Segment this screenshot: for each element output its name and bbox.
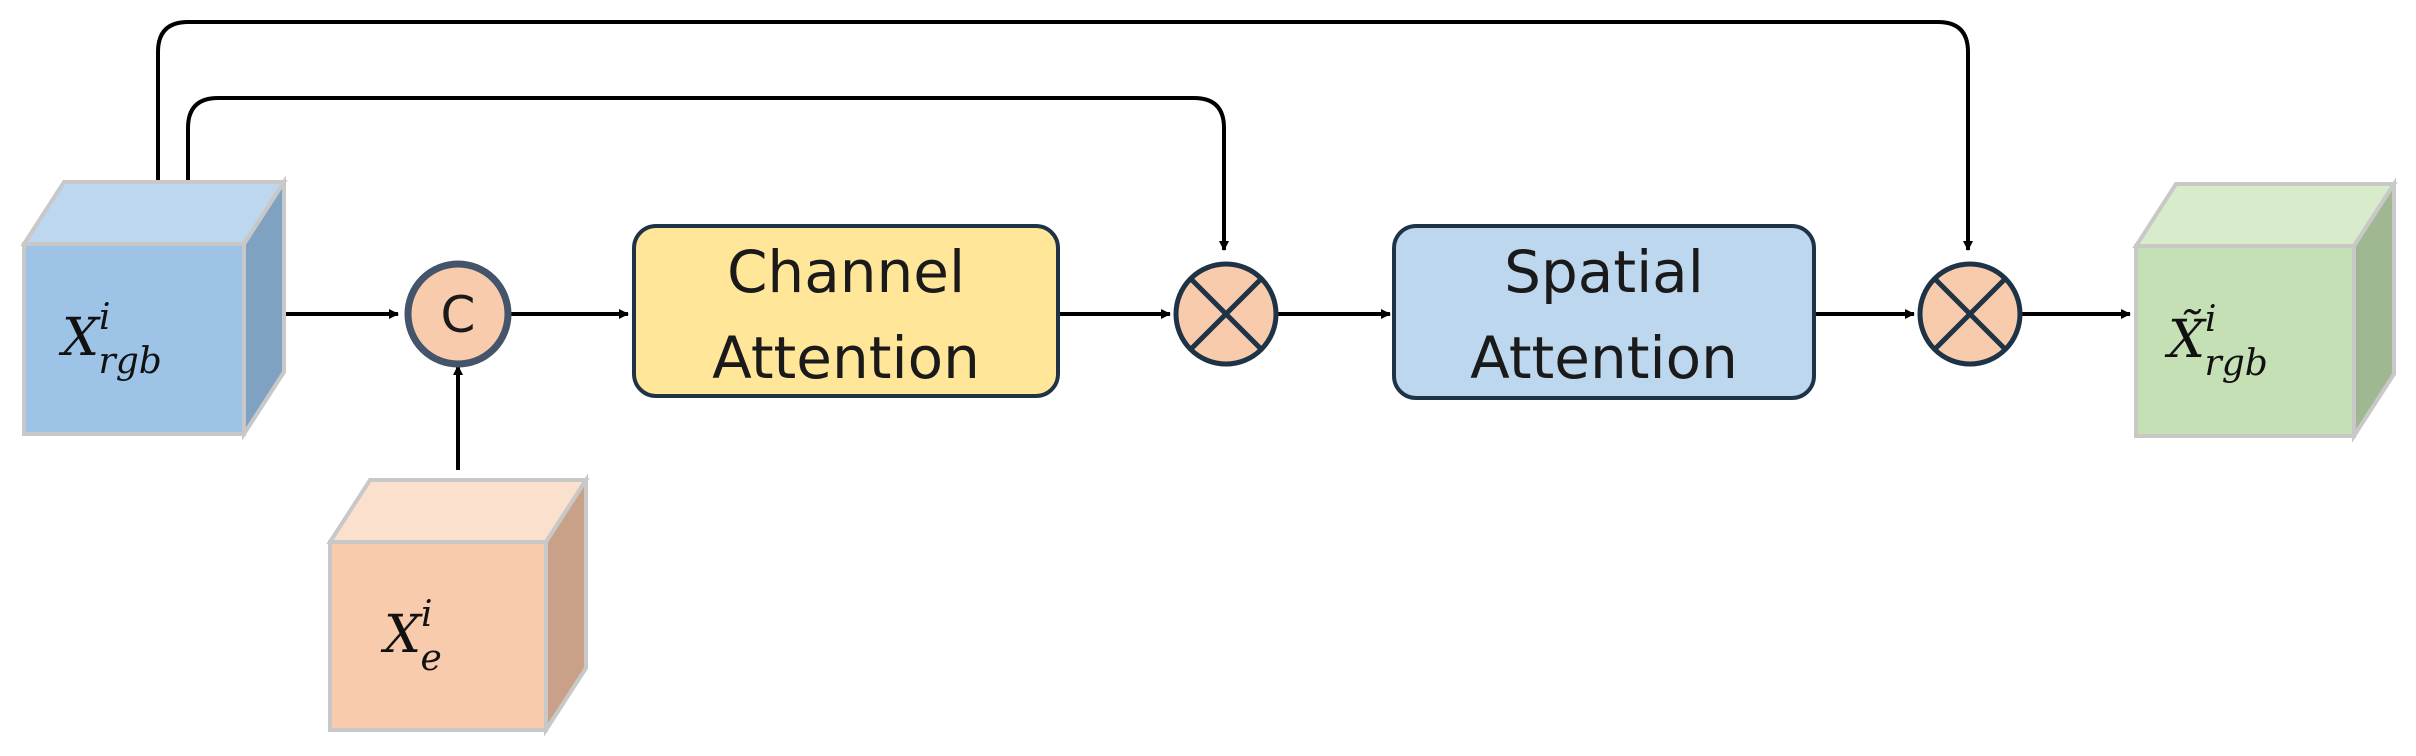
spatial-attention-block: Spatial Attention (1392, 224, 1816, 400)
channel-attention-line1: Channel (727, 238, 965, 306)
skip-connection-outer (156, 20, 1973, 251)
spatial-attention-line2: Attention (1470, 324, 1738, 392)
channel-attention-block: Channel Attention (632, 224, 1060, 398)
cube-x-rgb-top (20, 180, 288, 246)
multiply-node-2 (1917, 261, 2023, 367)
skip-connection-inner (186, 96, 1229, 251)
cube-x-out-front (2134, 244, 2356, 438)
cube-x-out-top (2132, 182, 2398, 248)
spatial-attention-box (1392, 224, 1816, 400)
concat-label: C (441, 286, 476, 344)
cube-x-e-front (328, 540, 548, 732)
multiply-cross-2b (1933, 277, 2007, 351)
cube-x-e-top (326, 478, 590, 544)
cube-x-rgb-front (22, 242, 246, 436)
multiply-cross-1b (1189, 277, 1263, 351)
multiply-node-1 (1173, 261, 1279, 367)
channel-attention-line2: Attention (712, 324, 980, 392)
concat-node: C (404, 260, 512, 368)
channel-attention-box (632, 224, 1060, 398)
spatial-attention-line1: Spatial (1504, 238, 1704, 306)
concat-circle (404, 260, 512, 368)
